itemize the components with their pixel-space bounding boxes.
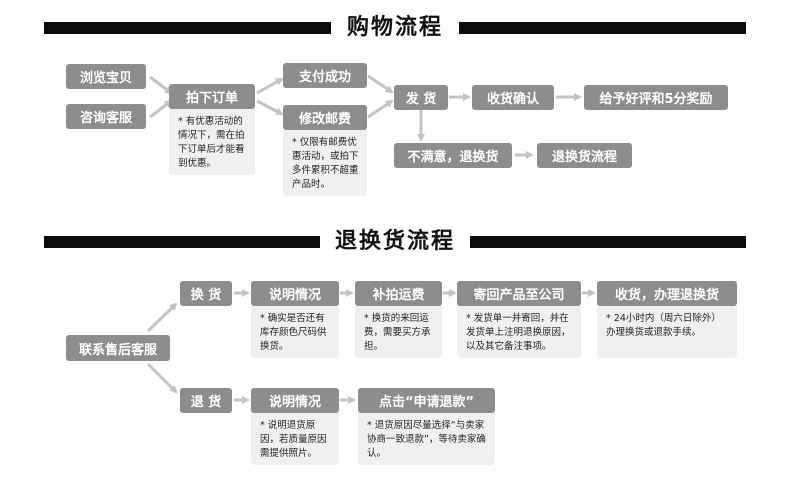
step-pay-shipping: 补拍运费 — [355, 281, 442, 306]
step-explain-refund: 说明情况 — [251, 388, 339, 413]
modify-postage-note: * 仅限有邮费优惠活动，或拍下多件累积不超重产品时。 — [283, 130, 367, 196]
step-payment-success: 支付成功 — [283, 63, 367, 88]
section-divider-right — [470, 236, 746, 248]
returns-section-title: 退换货流程 — [334, 229, 455, 254]
step-receipt-confirmation: 收货确认 — [472, 85, 554, 110]
step-ship: 发 货 — [394, 85, 448, 110]
section-divider-right — [459, 22, 746, 34]
step-return-process: 退换货流程 — [537, 143, 632, 168]
step-place-order: 拍下订单 — [169, 84, 255, 109]
step-positive-review: 给予好评和5分奖励 — [584, 85, 728, 110]
explain-refund-note: * 说明退货原因，若质量原因需提供照片。 — [251, 413, 339, 465]
step-exchange: 换 货 — [180, 281, 232, 306]
step-browse-items: 浏览宝贝 — [66, 64, 146, 89]
pay-shipping-note: * 换货的来回运费，需要买方承担。 — [355, 306, 442, 358]
send-back-note: * 发货单一并寄回，并在发货单上注明退换原因，以及其它备注事项。 — [457, 306, 581, 358]
apply-refund-note: * 退货原因尽量选择“与卖家协商一致退款”，等待卖家确认。 — [358, 413, 495, 465]
step-send-back-product: 寄回产品至公司 — [457, 281, 581, 306]
step-apply-refund: 点击“申请退款” — [358, 388, 495, 413]
place-order-note: * 有优惠活动的情况下，需在拍下订单后才能看到优惠。 — [169, 109, 255, 175]
receive-process-note: * 24小时内（周六日除外）办理换货或退款手续。 — [597, 306, 737, 358]
step-contact-aftersales: 联系售后客服 — [66, 335, 170, 361]
step-consult-service: 咨询客服 — [66, 104, 146, 129]
purchase-section-title: 购物流程 — [346, 15, 443, 40]
step-refund: 退 货 — [180, 388, 232, 413]
step-unsatisfied-return: 不满意，退换货 — [394, 143, 512, 168]
step-receive-process: 收货，办理退换货 — [597, 281, 737, 306]
section-divider-left — [44, 236, 320, 248]
step-modify-postage: 修改邮费 — [283, 105, 367, 130]
step-explain-exchange: 说明情况 — [251, 281, 339, 306]
explain-exchange-note: * 确实是否还有库存颜色尺码供换货。 — [251, 306, 339, 358]
section-divider-left — [44, 22, 331, 34]
